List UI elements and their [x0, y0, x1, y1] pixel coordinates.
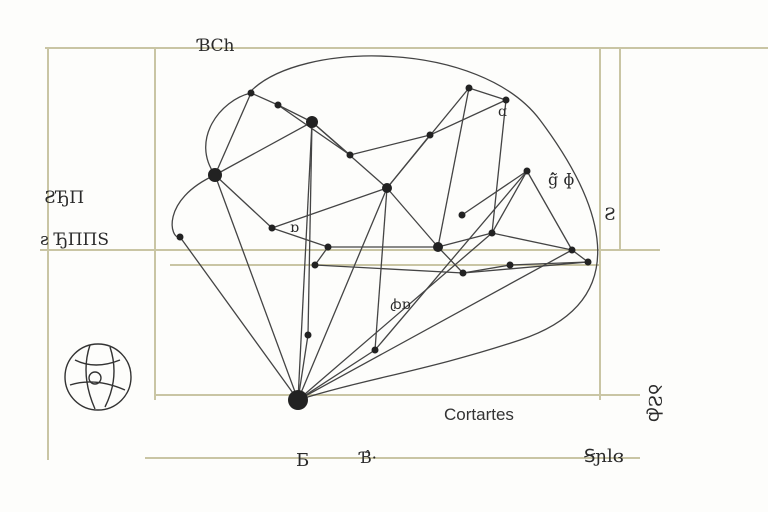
edges	[171, 55, 599, 401]
grid-lines	[40, 47, 768, 460]
edge	[297, 121, 313, 401]
node	[502, 96, 510, 104]
edge	[374, 170, 528, 351]
nodes	[176, 84, 592, 410]
node	[488, 229, 496, 237]
edge	[462, 264, 511, 274]
globe-icon	[64, 343, 132, 411]
edge	[491, 170, 528, 234]
node	[311, 261, 319, 269]
edge	[374, 187, 388, 351]
edge	[214, 92, 252, 176]
edge	[250, 92, 279, 106]
bottom-mid-label: Ɓ̂·	[360, 448, 377, 467]
edge	[314, 246, 329, 266]
outer-curve	[205, 92, 252, 176]
edge	[271, 187, 388, 229]
node	[371, 346, 379, 354]
node	[324, 243, 332, 251]
outer-curve	[171, 174, 216, 238]
edge	[461, 170, 528, 216]
left-lower-label: ƨ ЂΠΠЅ	[40, 230, 110, 250]
edge	[437, 232, 493, 248]
node	[459, 269, 467, 277]
edge	[437, 87, 470, 248]
top-label: ƁCh	[198, 36, 235, 56]
right-upper-label: ĝ̃ ɸ	[548, 170, 575, 189]
outer-curve	[249, 55, 599, 401]
edge	[349, 134, 431, 156]
node	[176, 233, 184, 241]
right-mid-label: Ƨ	[604, 205, 616, 225]
edge	[297, 349, 376, 401]
node	[506, 261, 514, 269]
node	[523, 167, 531, 175]
edge	[386, 87, 470, 189]
bottom-left-label: Ƃ	[296, 450, 310, 471]
node	[584, 258, 592, 266]
node	[382, 183, 392, 193]
bottom-right-label: Ꞩɲlɞ	[584, 446, 624, 467]
edge	[277, 104, 313, 123]
node	[208, 168, 222, 182]
node	[433, 242, 443, 252]
edge	[214, 174, 299, 401]
left-upper-label: ƧЂΠ	[44, 188, 85, 208]
edge	[468, 87, 507, 101]
edge	[314, 264, 464, 274]
edge	[509, 261, 589, 266]
edge	[526, 170, 573, 251]
node	[426, 131, 434, 139]
edge	[214, 174, 273, 229]
edge	[437, 246, 464, 274]
edge	[491, 99, 507, 234]
node	[568, 246, 576, 254]
edge	[491, 232, 573, 251]
node	[268, 224, 276, 232]
edge	[214, 121, 313, 176]
edge	[311, 121, 351, 156]
edge	[277, 104, 351, 156]
node	[274, 101, 282, 109]
node	[288, 390, 308, 410]
center-label: Cortartes	[444, 405, 514, 424]
node-label: ɒ	[290, 220, 299, 236]
edge	[386, 187, 439, 248]
edge	[297, 232, 493, 401]
node	[465, 84, 473, 92]
edge	[271, 227, 329, 248]
node	[458, 211, 466, 219]
node	[346, 151, 354, 159]
edge	[307, 121, 313, 336]
edge	[297, 334, 309, 401]
edge	[297, 187, 388, 401]
node-label: ɑ	[498, 104, 507, 120]
edge	[179, 236, 299, 401]
node	[247, 89, 255, 97]
edge	[462, 261, 589, 274]
node-label: ꞗɒ	[390, 297, 411, 313]
edge	[297, 249, 573, 401]
node	[304, 331, 312, 339]
edge	[429, 99, 507, 136]
node	[306, 116, 318, 128]
right-vertical-label: ꝺƧꞗ	[644, 384, 665, 423]
